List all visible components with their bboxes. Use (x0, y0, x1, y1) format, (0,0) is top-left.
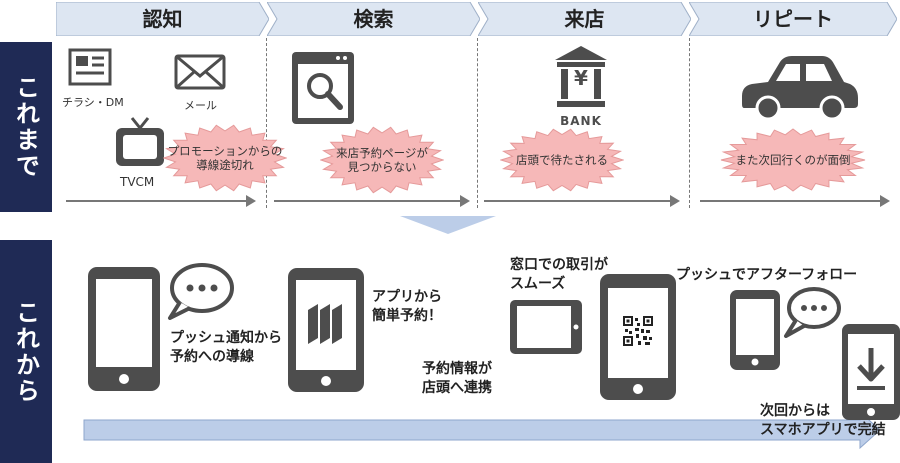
search-page-icon (292, 52, 354, 124)
tablet-icon (510, 300, 582, 354)
stage-visit: 来店 (478, 2, 691, 36)
bank-label: BANK (560, 114, 602, 128)
pain-point-text: 店頭で待たされる (516, 153, 608, 167)
pain-point-burst: また次回行くのが面倒 (720, 128, 866, 192)
stage-divider (266, 38, 267, 208)
stage-repeat: リピート (689, 2, 897, 36)
timeline-arrow (484, 195, 680, 207)
after-section-label: これから (0, 240, 52, 463)
app-complete-text: 次回からは スマホアプリで完結 (760, 403, 886, 438)
stage-divider (689, 38, 690, 208)
stage-label: 認知 (142, 7, 183, 31)
before-section-label: これまで (0, 42, 52, 212)
transition-arrow (400, 216, 496, 234)
stage-search: 検索 (267, 2, 480, 36)
stage-label: 検索 (353, 7, 394, 31)
tv-icon (116, 117, 164, 166)
qr-phone-icon (600, 274, 676, 400)
chat-bubble-icon (168, 263, 234, 320)
stage-label: リピート (753, 7, 833, 31)
smartphone-small-icon (730, 290, 780, 370)
yen-symbol: ¥ (574, 66, 588, 90)
stage-divider (477, 38, 478, 208)
flyer-icon (68, 48, 112, 86)
timeline-arrow (66, 195, 256, 207)
stage-label: 来店 (564, 7, 605, 31)
smartphone-app-icon (288, 268, 364, 392)
smooth-counter-text: 窓口での取引が スムーズ (510, 257, 608, 292)
smartphone-icon (88, 267, 160, 391)
push-notice-text: プッシュ通知から 予約への導線 (170, 330, 282, 365)
pain-point-burst: 店頭で待たされる (499, 128, 625, 192)
chat-bubble-icon (784, 287, 841, 338)
tv-caption: TVCM (120, 175, 155, 189)
mail-icon (174, 54, 226, 90)
mail-caption: メール (184, 99, 217, 112)
car-icon (742, 56, 858, 120)
push-follow-text: プッシュでアフターフォロー (676, 267, 858, 283)
download-phone-icon (842, 324, 900, 420)
pain-point-text: プロモーションからの 導線途切れ (167, 144, 283, 172)
pain-point-text: また次回行くのが面倒 (735, 153, 851, 167)
app-booking-text: アプリから 簡単予約！ (372, 289, 442, 324)
info-link-text: 予約情報が 店頭へ連携 (422, 361, 492, 396)
bank-icon (555, 46, 607, 107)
timeline-arrow (700, 195, 890, 207)
flyer-caption: チラシ・DM (62, 96, 124, 109)
stage-awareness: 認知 (56, 2, 269, 36)
timeline-arrow (274, 195, 470, 207)
pain-point-text: 来店予約ページが 見つからない (336, 146, 428, 174)
pain-point-burst: プロモーションからの 導線途切れ (162, 124, 288, 192)
pain-point-burst: 来店予約ページが 見つからない (319, 126, 445, 194)
